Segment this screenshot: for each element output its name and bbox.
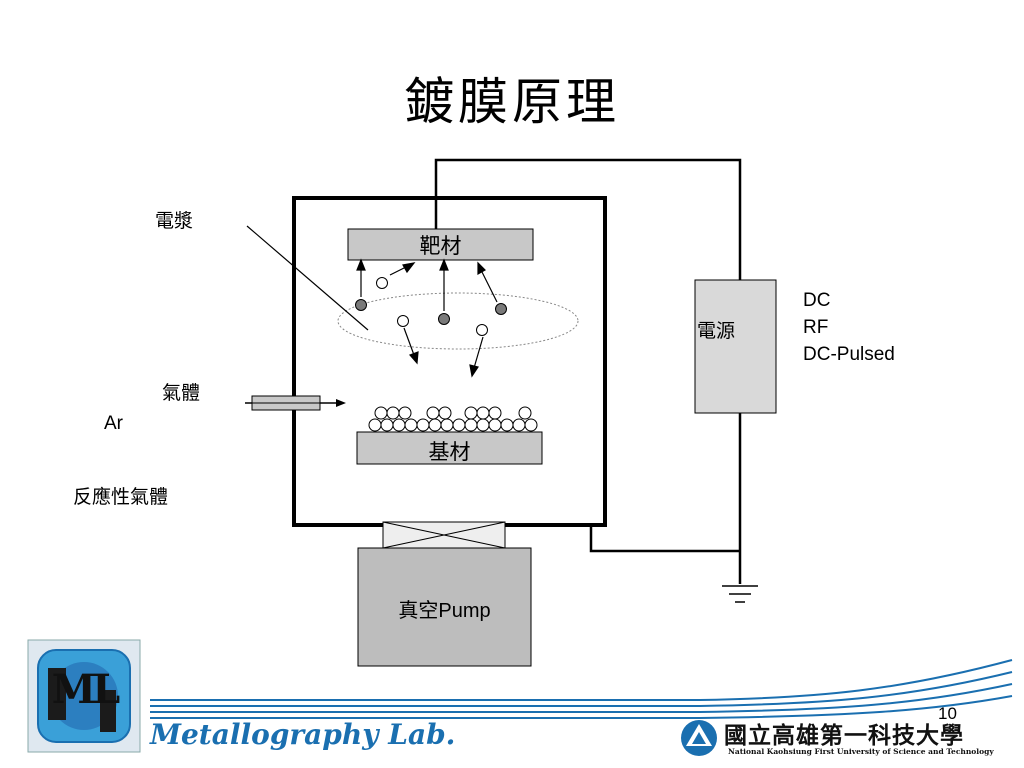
power-mode-dc: DC [803, 290, 831, 311]
deposited-film [368, 406, 538, 432]
lab-logo-text: ML [51, 666, 120, 713]
plasma-label: 電漿 [155, 210, 194, 232]
pump-box [357, 547, 532, 667]
slide-title: 鍍膜原理 [404, 73, 620, 131]
lab-name: Metallography Lab. [150, 718, 456, 751]
power-supply-label: 電源 [697, 320, 736, 342]
particle-arrows [356, 258, 498, 378]
pump-label: 真空Pump [358, 594, 531, 623]
particles [355, 277, 507, 336]
target-box [347, 228, 534, 261]
pump-label-prefix: 真空 [398, 598, 439, 622]
reactive-gas-label: 反應性氣體 [73, 486, 169, 508]
vacuum-valve [382, 521, 506, 549]
wire-chamber-to-ground [589, 525, 740, 553]
ml-lab-logo [27, 639, 141, 753]
power-mode-dc-pulsed: DC-Pulsed [803, 344, 895, 365]
wire-target-to-power [434, 158, 742, 280]
plasma-pointer-line [246, 225, 369, 331]
gas-label: 氣體 [162, 382, 201, 404]
university-name: 國立高雄第一科技大學 [724, 722, 964, 749]
gas-inlet [245, 395, 346, 411]
ground-symbol [722, 585, 758, 603]
argon-label: Ar [104, 413, 123, 434]
target-label: 靶材 [419, 234, 462, 258]
power-supply-box [694, 279, 777, 414]
substrate-label: 基材 [428, 440, 471, 464]
university-emblem [681, 720, 717, 756]
power-mode-rf: RF [803, 317, 829, 338]
footer-swoosh [150, 659, 1013, 719]
substrate-box [356, 431, 543, 465]
pump-label-suffix: Pump [438, 600, 491, 622]
power-modes-list: DC RF DC-Pulsed [803, 287, 895, 368]
university-english: National Kaohsiung First University of S… [728, 747, 994, 756]
page-number: 10 [938, 704, 957, 723]
plasma-region [337, 292, 579, 350]
